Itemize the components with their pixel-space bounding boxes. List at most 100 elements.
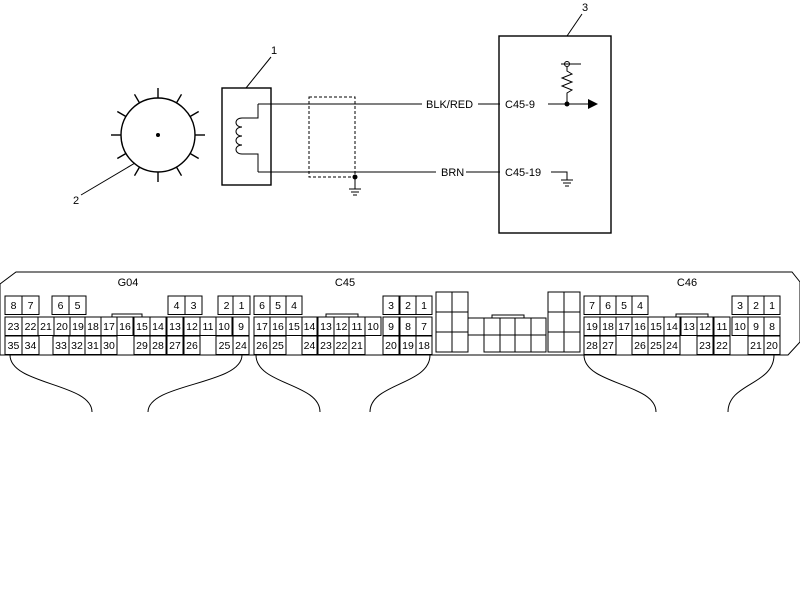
wire-color-brn: BRN xyxy=(441,167,464,179)
pin-number: 35 xyxy=(8,340,20,352)
pin-number: 32 xyxy=(71,340,83,352)
pin-number: 22 xyxy=(25,321,37,333)
pin-cell xyxy=(301,335,318,355)
pin-number: 14 xyxy=(304,321,316,333)
blank-connector-block xyxy=(435,291,581,353)
pin-cell xyxy=(166,335,184,355)
pin-number: 5 xyxy=(275,300,281,312)
pin-number: 12 xyxy=(186,321,198,333)
pin-number: 9 xyxy=(238,321,244,333)
pin-number: 20 xyxy=(56,321,68,333)
pin-number: 12 xyxy=(336,321,348,333)
pin-number: 22 xyxy=(336,340,348,352)
connector-name-g04: G04 xyxy=(118,277,139,289)
pin-number: 26 xyxy=(634,340,646,352)
pin-number: 4 xyxy=(174,300,180,312)
connector-name-c46: C46 xyxy=(677,277,697,289)
connector-name-c45: C45 xyxy=(335,277,355,289)
pin-cell xyxy=(100,335,118,355)
pin-number: 10 xyxy=(367,321,379,333)
pin-cell xyxy=(415,295,433,315)
pin-cell xyxy=(348,335,366,355)
control-module xyxy=(498,35,612,234)
pin-cell xyxy=(663,335,681,355)
pin-number: 3 xyxy=(737,300,743,312)
pin-number: 5 xyxy=(621,300,627,312)
callout-3: 3 xyxy=(582,2,588,14)
pin-cell xyxy=(232,295,251,315)
pin-cell xyxy=(599,335,617,355)
pin-number: 6 xyxy=(58,300,64,312)
pin-number: 5 xyxy=(75,300,81,312)
pin-cell xyxy=(149,335,167,355)
pin-number: 11 xyxy=(717,321,728,333)
pin-number: 13 xyxy=(320,321,332,333)
pin-number: 21 xyxy=(40,321,52,333)
pin-number: 13 xyxy=(169,321,181,333)
pin-number: 19 xyxy=(586,321,598,333)
pin-number: 9 xyxy=(753,321,759,333)
pin-cell xyxy=(183,335,201,355)
pin-number: 10 xyxy=(218,321,230,333)
pin-number: 25 xyxy=(272,340,284,352)
connector-housing xyxy=(0,271,800,413)
pin-number: 23 xyxy=(699,340,711,352)
pin-number: 33 xyxy=(55,340,67,352)
pin-number: 15 xyxy=(650,321,662,333)
pin-number: 14 xyxy=(152,321,164,333)
pin-number: 20 xyxy=(766,340,778,352)
pin-number: 25 xyxy=(650,340,662,352)
callout-2: 2 xyxy=(73,195,79,207)
pin-number: 1 xyxy=(769,300,775,312)
pin-number: 7 xyxy=(28,300,34,312)
pin-number: 8 xyxy=(11,300,17,312)
pin-number: 28 xyxy=(152,340,164,352)
sensor-rotor xyxy=(111,88,205,182)
pin-number: 29 xyxy=(136,340,148,352)
pin-number: 16 xyxy=(272,321,284,333)
pin-number: 8 xyxy=(405,321,411,333)
pin-number: 27 xyxy=(602,340,614,352)
pin-number: 16 xyxy=(119,321,131,333)
pin-cell xyxy=(269,335,287,355)
pin-number: 24 xyxy=(666,340,678,352)
pin-number: 17 xyxy=(618,321,630,333)
pin-cell xyxy=(116,316,134,336)
pin-number: 17 xyxy=(103,321,115,333)
pin-number: 19 xyxy=(72,321,84,333)
sensor-body xyxy=(221,87,272,186)
pin-number: 24 xyxy=(304,340,316,352)
pin-number: 3 xyxy=(191,300,197,312)
pin-number: 23 xyxy=(8,321,20,333)
pin-number: 22 xyxy=(716,340,728,352)
pin-number: 6 xyxy=(259,300,265,312)
pin-cell xyxy=(364,316,382,336)
pin-number: 3 xyxy=(388,300,394,312)
pin-number: 18 xyxy=(418,340,430,352)
pin-number: 26 xyxy=(186,340,198,352)
pin-number: 12 xyxy=(699,321,711,333)
terminal-c45-19: C45-19 xyxy=(505,167,541,179)
pin-number: 6 xyxy=(605,300,611,312)
pin-number: 24 xyxy=(235,340,247,352)
pin-number: 30 xyxy=(103,340,115,352)
pin-cell xyxy=(631,295,649,315)
pin-number: 1 xyxy=(421,300,427,312)
pin-number: 13 xyxy=(683,321,695,333)
pin-cell xyxy=(184,295,203,315)
pin-cell xyxy=(285,295,303,315)
pin-number: 2 xyxy=(224,300,230,312)
pin-number: 9 xyxy=(388,321,394,333)
pin-cell xyxy=(713,335,731,355)
pin-number: 4 xyxy=(291,300,297,312)
terminal-c45-9: C45-9 xyxy=(505,99,535,111)
wire-color-blk-red: BLK/RED xyxy=(426,99,473,111)
pin-number: 25 xyxy=(219,340,231,352)
pin-number: 11 xyxy=(352,321,363,333)
pin-number: 2 xyxy=(753,300,759,312)
